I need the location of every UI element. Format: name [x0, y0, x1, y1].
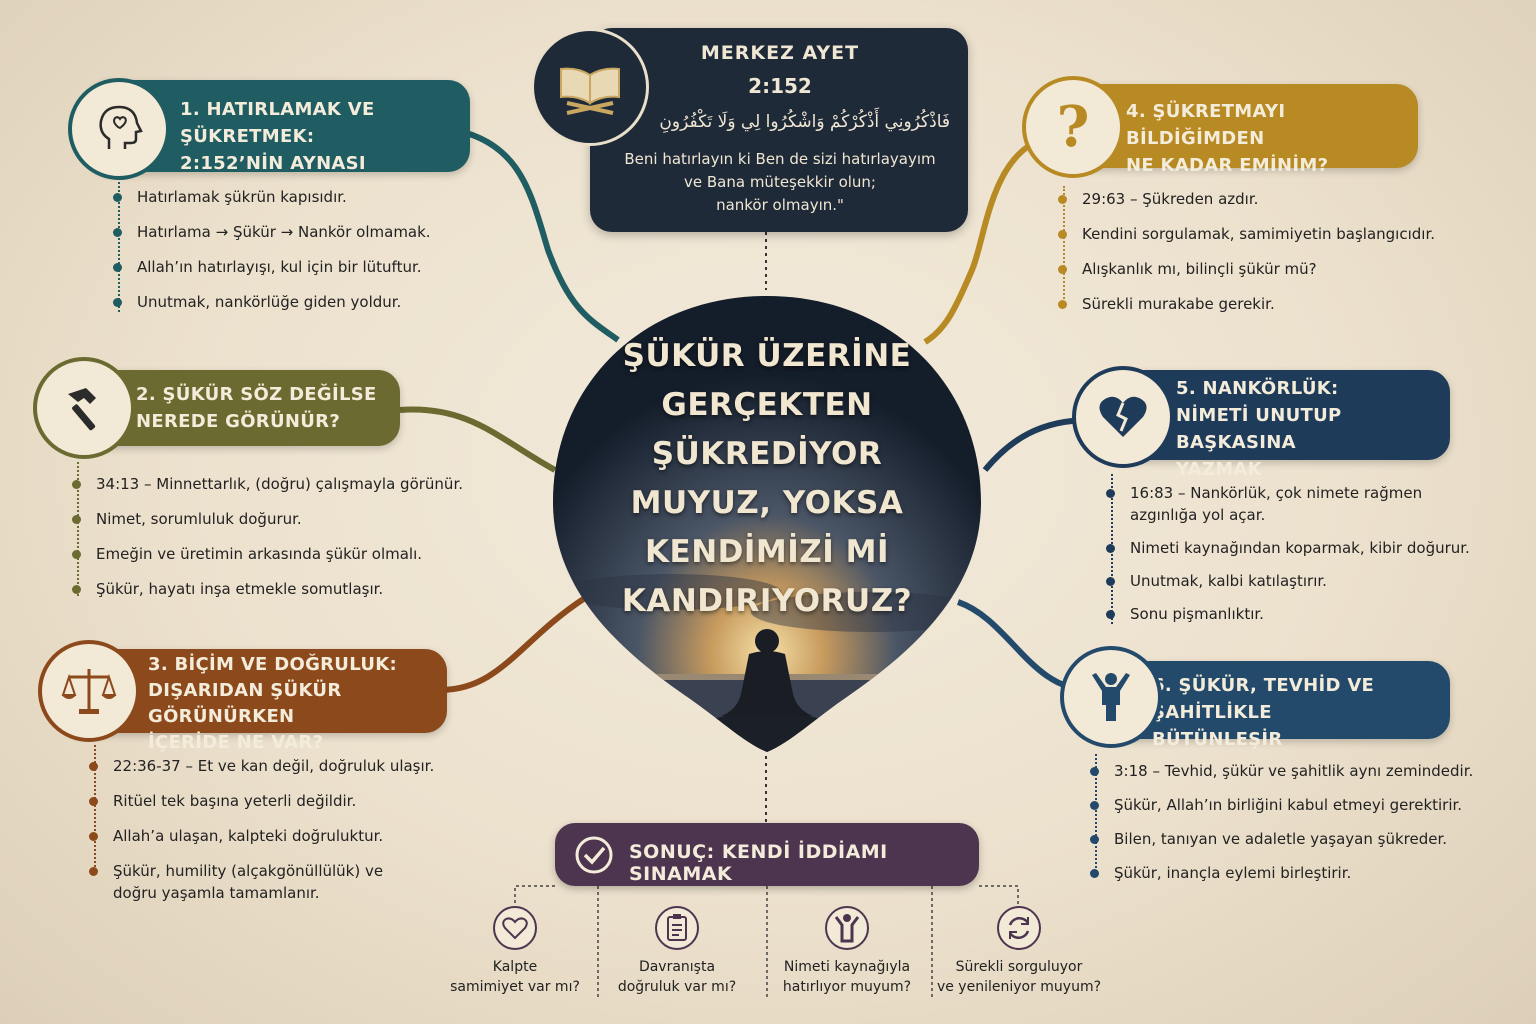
raised-arms-person-icon	[1060, 646, 1162, 748]
topic-1-title: 1. HATIRLAMAK VE ŞÜKRETMEK: 2:152’NİN AY…	[180, 99, 375, 174]
list-item: Bilen, tanıyan ve adaletle yaşayan şükre…	[1090, 828, 1473, 850]
topic-2-guide-line	[77, 462, 79, 596]
list-item: Şükür, hayatı inşa etmekle somutlaşır.	[72, 578, 463, 600]
person-icon	[825, 906, 869, 950]
topic-4-title: 4. ŞÜKRETMAYI BİLDİĞİMDEN NE KADAR EMİNİ…	[1126, 101, 1329, 176]
conclusion-title: SONUÇ: KENDİ İDDİAMI SINAMAK	[629, 841, 888, 885]
topic-6-guide-line	[1095, 754, 1097, 876]
list-item: Allah’a ulaşan, kalpteki doğruluktur.	[89, 825, 434, 847]
list-item: 22:36-37 – Et ve kan değil, doğruluk ula…	[89, 755, 434, 777]
topic-2-bullets: 34:13 – Minnettarlık, (doğru) çalışmayla…	[72, 473, 463, 600]
verse-meaning: Beni hatırlayın ki Ben de sizi hatırlaya…	[624, 150, 936, 214]
topic-1-guide-line	[118, 182, 120, 312]
meditating-person-silhouette	[721, 629, 813, 716]
heart-icon	[493, 906, 537, 950]
central-question-title: ŞÜKÜR ÜZERİNE GERÇEKTEN ŞÜKREDİYOR MUYUZ…	[621, 338, 913, 619]
hammer-icon	[33, 357, 135, 459]
list-item: 34:13 – Minnettarlık, (doğru) çalışmayla…	[72, 473, 463, 495]
topic-3-bullets: 22:36-37 – Et ve kan değil, doğruluk ula…	[89, 755, 434, 904]
list-item: Nimet, sorumluluk doğurur.	[72, 508, 463, 530]
list-item: Unutmak, nankörlüğe giden yoldur.	[113, 291, 431, 313]
topic-4-guide-line	[1063, 186, 1065, 306]
list-item: Şükür, inançla eylemi birleştirir.	[1090, 862, 1473, 884]
clipboard-icon	[655, 906, 699, 950]
list-item: 16:83 – Nankörlük, çok nimete rağmen azg…	[1106, 482, 1470, 526]
list-item: Şükür, humility (alçakgönüllülük) ve doğ…	[89, 860, 434, 904]
central-verse-box: MERKEZ AYET 2:152 فَاذْكُرُونِي أَذْكُرْ…	[531, 28, 968, 232]
list-item: Hatırlama → Şükür → Nankör olmamak.	[113, 221, 431, 243]
list-item: Unutmak, kalbi katılaştırır.	[1106, 570, 1470, 592]
conclusion-header: SONUÇ: KENDİ İDDİAMI SINAMAK	[555, 823, 979, 886]
list-item: Allah’ın hatırlayışı, kul için bir lütuf…	[113, 256, 431, 278]
refresh-icon	[997, 906, 1041, 950]
check-circle-icon	[575, 836, 613, 874]
broken-heart-icon	[1072, 366, 1174, 468]
topic-6-title: 6. ŞÜKÜR, TEVHİD VE ŞAHİTLİKLE BÜTÜNLEŞİ…	[1152, 675, 1375, 750]
question-mark-icon: ?	[1022, 76, 1124, 178]
topic-5-title: 5. NANKÖRLÜK: NİMETİ UNUTUP BAŞKASINA YA…	[1176, 378, 1342, 480]
topic-6-bullets: 3:18 – Tevhid, şükür ve şahitlik aynı ze…	[1090, 760, 1473, 884]
list-item: Alışkanlık mı, bilinçli şükür mü?	[1058, 258, 1435, 280]
topic-5-bullets: 16:83 – Nankörlük, çok nimete rağmen azg…	[1106, 482, 1470, 625]
topic-3-guide-line	[94, 745, 96, 875]
open-book-icon	[531, 28, 649, 146]
verse-title: MERKEZ AYET	[700, 42, 860, 64]
list-item: Kendini sorgulamak, samimiyetin başlangı…	[1058, 223, 1435, 245]
list-item: Emeğin ve üretimin arkasında şükür olmal…	[72, 543, 463, 565]
scales-icon	[38, 640, 140, 742]
verse-arabic-text: فَاذْكُرُونِي أَذْكُرْكُمْ وَاشْكُرُوا ل…	[659, 112, 950, 132]
topic-1-bullets: Hatırlamak şükrün kapısıdır. Hatırlama →…	[113, 186, 431, 313]
list-item: 29:63 – Şükreden azdır.	[1058, 188, 1435, 210]
list-item: Sonu pişmanlıktır.	[1106, 603, 1470, 625]
list-item: Nimeti kaynağından koparmak, kibir doğur…	[1106, 537, 1470, 559]
list-item: Şükür, Allah’ın birliğini kabul etmeyi g…	[1090, 794, 1473, 816]
topic-2-title: 2. ŞÜKÜR SÖZ DEĞİLSE NEREDE GÖRÜNÜR?	[136, 384, 377, 432]
list-item: 3:18 – Tevhid, şükür ve şahitlik aynı ze…	[1090, 760, 1473, 782]
central-question-bubble: ŞÜKÜR ÜZERİNE GERÇEKTEN ŞÜKREDİYOR MUYUZ…	[551, 292, 983, 754]
list-item: Ritüel tek başına yeterli değildir.	[89, 790, 434, 812]
head-heart-icon	[68, 78, 170, 180]
topic-4-bullets: 29:63 – Şükreden azdır. Kendini sorgulam…	[1058, 188, 1435, 315]
topic-3-title: 3. BİÇİM VE DOĞRULUK: DIŞARIDAN ŞÜKÜR GÖ…	[148, 654, 398, 753]
verse-reference: 2:152	[748, 74, 812, 98]
list-item: Sürekli murakabe gerekir.	[1058, 293, 1435, 315]
list-item: Hatırlamak şükrün kapısıdır.	[113, 186, 431, 208]
